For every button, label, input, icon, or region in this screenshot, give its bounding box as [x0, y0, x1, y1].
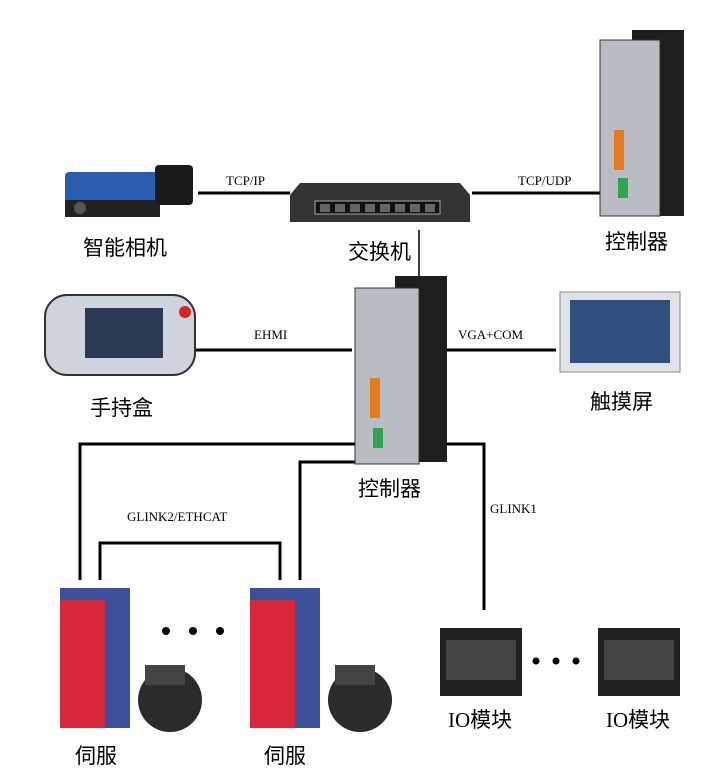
label-controller-top: 控制器: [605, 230, 668, 254]
servo-2-icon: [250, 588, 392, 732]
line-servo-chain: [98, 541, 282, 580]
pendant-icon: [44, 294, 196, 376]
link-label-tcp-udp: TCP/UDP: [518, 173, 572, 188]
label-controller-main: 控制器: [358, 477, 421, 501]
link-label-ehmi: EHMI: [254, 327, 288, 342]
controller-top-icon: [599, 30, 684, 217]
label-io-2: IO模块: [606, 708, 671, 732]
label-io-1: IO模块: [448, 708, 513, 732]
touchscreen-icon: [559, 291, 681, 373]
label-switch: 交换机: [348, 240, 411, 264]
link-label-glink2-ethcat: GLINK2/ETHCAT: [127, 509, 228, 524]
io-module-2-icon: [598, 628, 680, 696]
ellipsis-io: [532, 657, 580, 665]
link-label-tcp-ip: TCP/IP: [226, 173, 266, 188]
switch-icon: [290, 183, 470, 222]
label-touchscreen: 触摸屏: [590, 390, 653, 414]
link-label-glink1: GLINK1: [490, 501, 537, 516]
label-servo-2: 伺服: [264, 744, 306, 768]
servo-1-icon: [60, 588, 202, 732]
line-controller-servo2: [298, 460, 358, 580]
line-controller-servo1: [78, 442, 355, 580]
ellipsis-servo: [162, 627, 224, 635]
camera-icon: [65, 165, 193, 217]
label-camera: 智能相机: [83, 236, 167, 260]
io-module-1-icon: [440, 628, 522, 696]
label-pendant: 手持盒: [90, 396, 153, 420]
link-label-vga-com: VGA+COM: [458, 327, 524, 342]
connection-lines: [78, 191, 600, 610]
controller-main-icon: [354, 276, 447, 465]
label-servo-1: 伺服: [75, 744, 117, 768]
line-controller-io: [440, 442, 486, 610]
